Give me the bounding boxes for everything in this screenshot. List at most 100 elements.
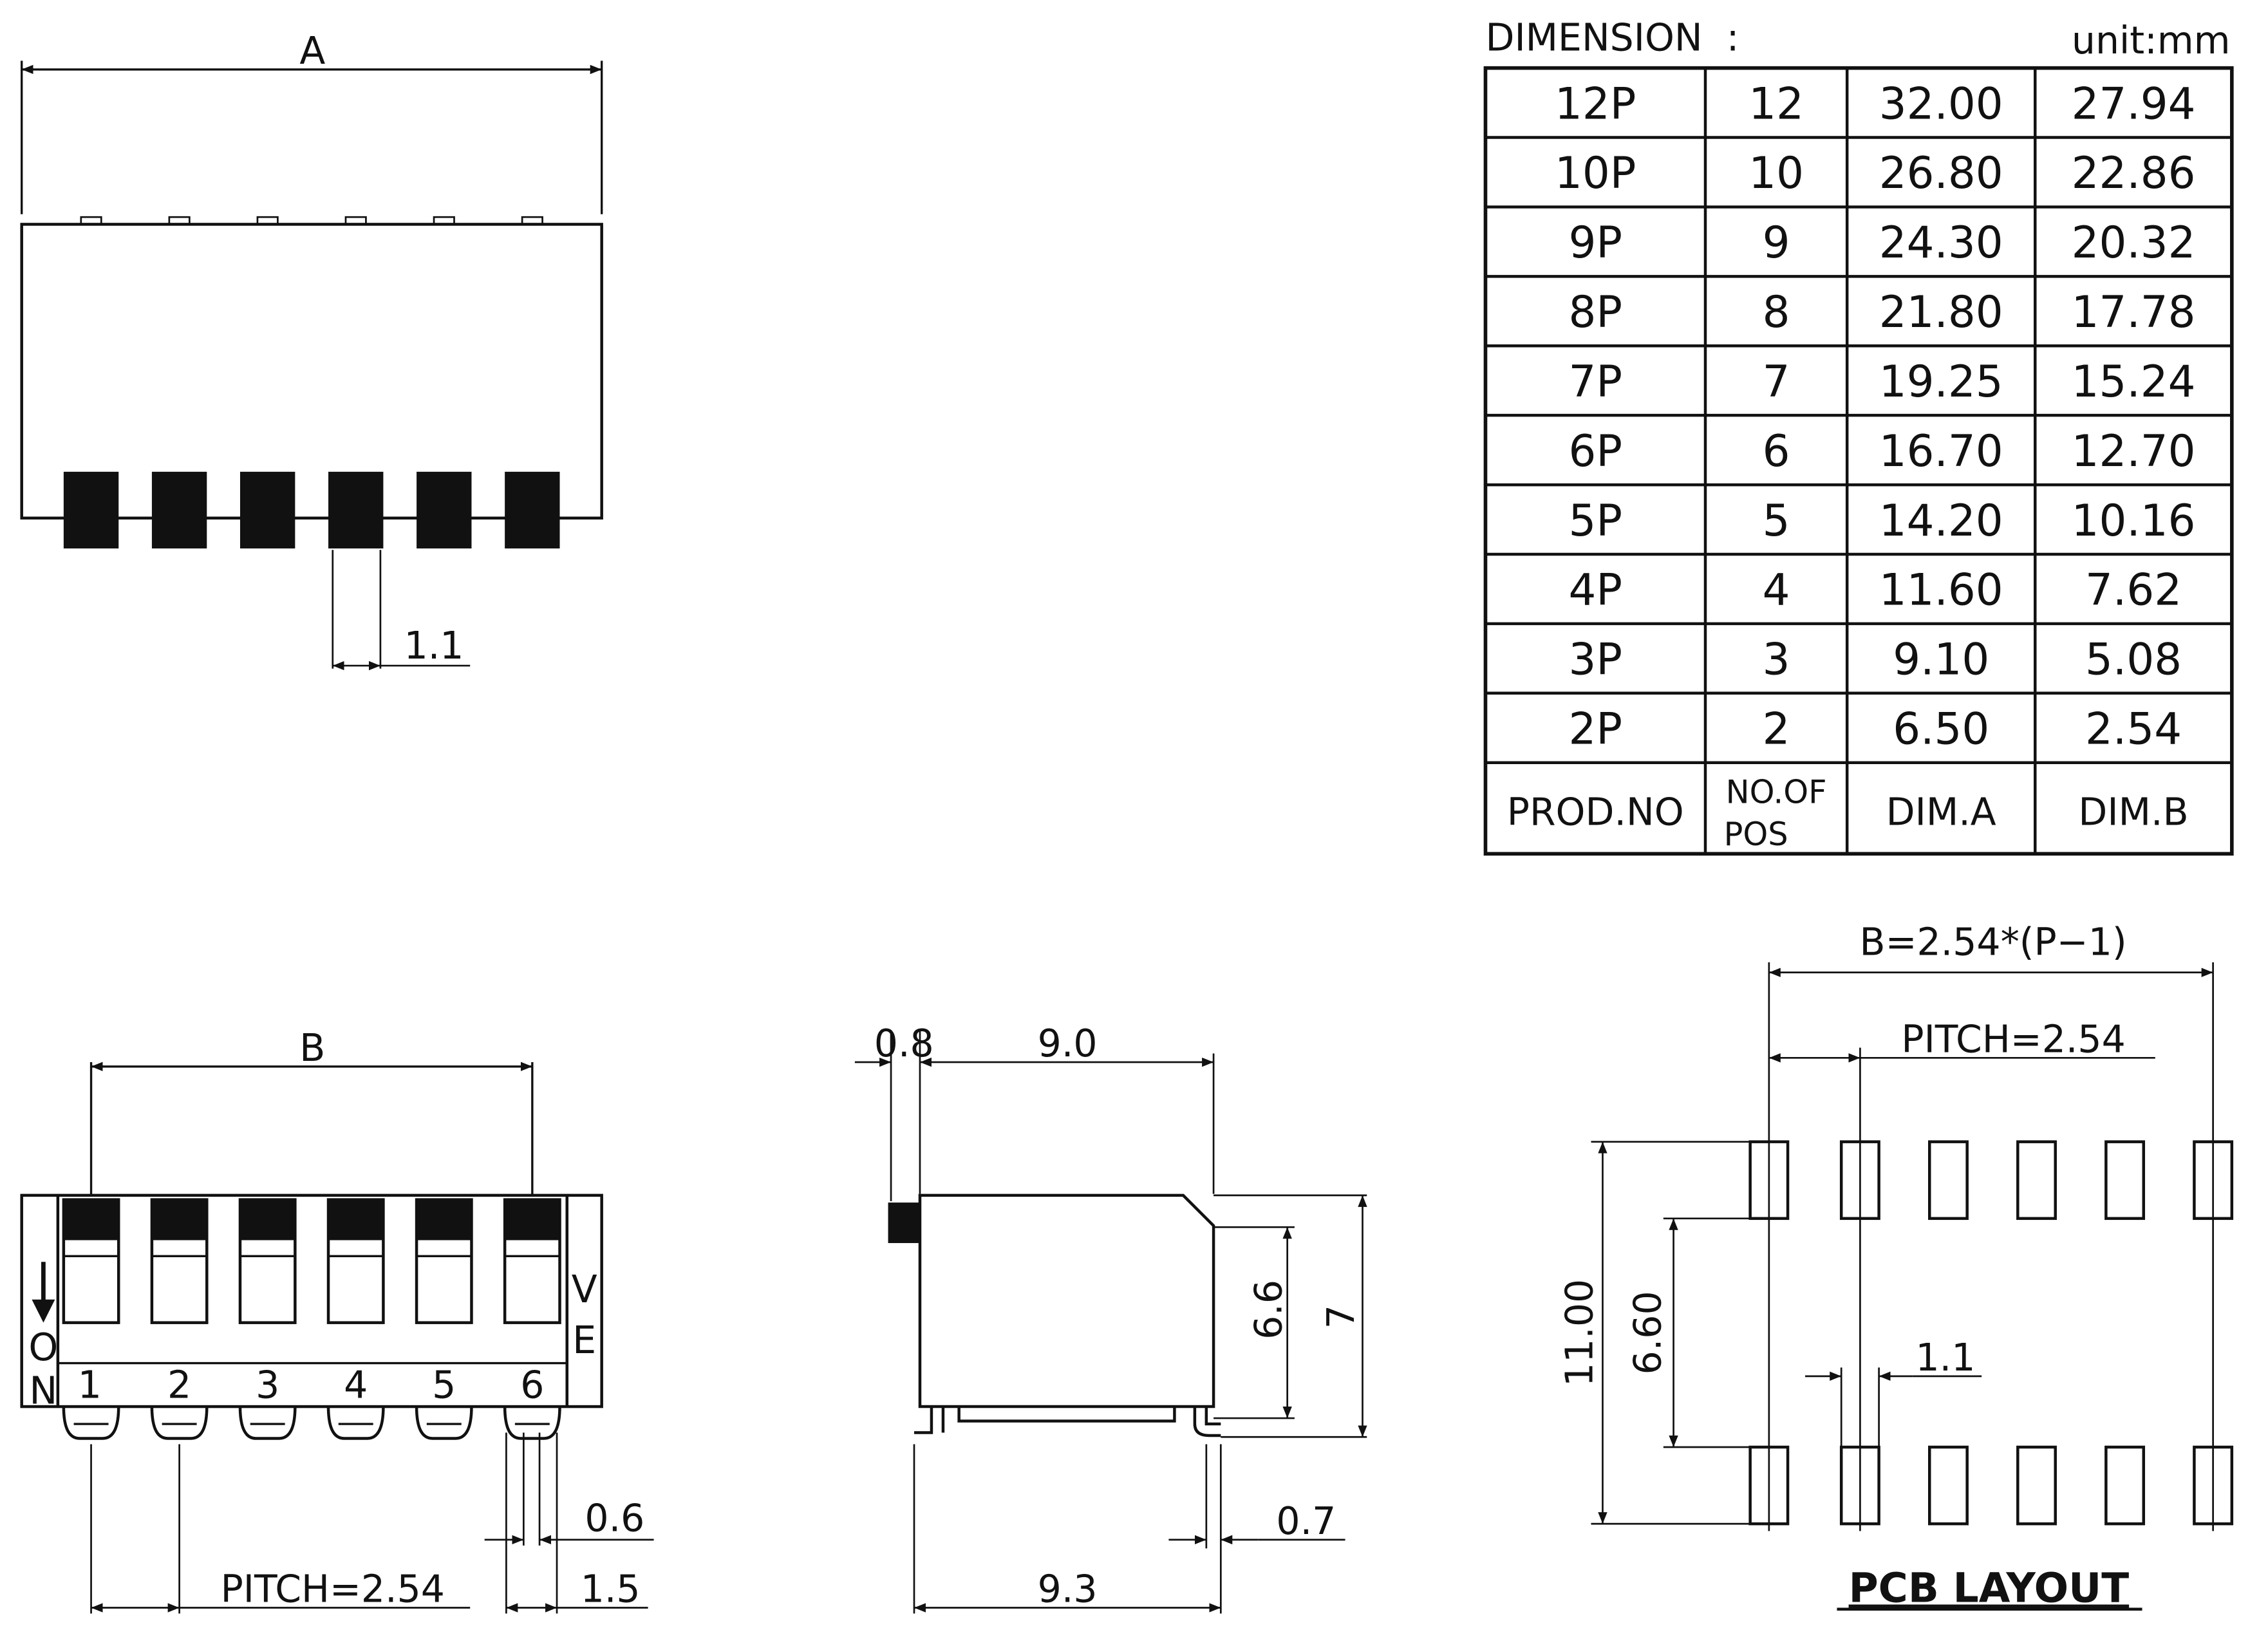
table-cell: 27.94 [2072, 78, 2196, 129]
top-actuator [505, 471, 560, 548]
top-actuator [328, 471, 384, 548]
header-no-of-pos-line2: POS [1724, 816, 1788, 853]
pcb-layout: B=2.54*(P−1) PITCH=2.54 11.00 6.60 1.1 P… [1558, 921, 2234, 1612]
side-view: 0.8 9.0 6.6 7 0.7 9.3 [854, 1022, 1367, 1614]
dim-actuator-label: 0.8 [874, 1022, 934, 1065]
side-view-body [918, 1193, 1215, 1408]
pcb-pad [2104, 1140, 2146, 1221]
contact-tick [433, 216, 455, 225]
pcb-pad [2193, 1445, 2234, 1526]
front-view: B O N V E 1 2 3 4 5 6 PITCH=2.54 [20, 1026, 654, 1614]
table-cell: 15.24 [2072, 356, 2196, 407]
table-cell: 2P [1568, 703, 1622, 754]
table-cell: 9P [1568, 217, 1622, 268]
lead-width-label: 0.6 [585, 1496, 644, 1540]
position-number: 4 [344, 1363, 368, 1407]
switch-actuator [417, 1199, 472, 1240]
side-actuator-knob [888, 1202, 920, 1244]
ve-label-v: V [572, 1268, 597, 1311]
table-cell: 16.70 [1879, 426, 2003, 476]
table-cell: 14.20 [1879, 495, 2003, 546]
header-dim-b: DIM.B [2078, 790, 2188, 834]
table-cell: 11.60 [1879, 565, 2003, 615]
pcb-pad [2104, 1445, 2146, 1526]
table-cell: 12.70 [2072, 426, 2196, 476]
down-arrow-icon [32, 1262, 55, 1323]
position-number: 5 [432, 1363, 456, 1407]
on-label-n: N [30, 1369, 58, 1413]
pcb-pad [1748, 1140, 1790, 1221]
dim-body-height-label: 6.6 [1247, 1280, 1291, 1340]
top-actuator [151, 471, 207, 548]
table-cell: 6.50 [1893, 703, 1989, 754]
table-unit: unit:mm [2072, 19, 2231, 62]
top-view-body [20, 223, 603, 520]
table-cell: 32.00 [1879, 78, 2003, 129]
table-cell: 3 [1763, 634, 1790, 685]
table-cell: 7 [1763, 356, 1790, 407]
lead-span-label: 1.5 [581, 1567, 641, 1611]
front-view-body [20, 1193, 603, 1408]
table-cell: 5 [1763, 495, 1790, 546]
on-label-o: O [28, 1325, 58, 1369]
gull-wing-lead [415, 1407, 473, 1440]
table-cell: 21.80 [1879, 286, 2003, 337]
table-cell: 10.16 [2072, 495, 2196, 546]
pcb-pad [1839, 1445, 1880, 1526]
switch-actuator [151, 1199, 207, 1240]
top-view: A 1.1 [20, 29, 603, 671]
contact-tick [168, 216, 191, 225]
dim-total-height-label: 7 [1319, 1305, 1363, 1329]
table-cell: 2 [1763, 703, 1790, 754]
gull-wing-lead [150, 1407, 209, 1440]
switch-actuator [505, 1199, 560, 1240]
table-cell: 7.62 [2085, 565, 2182, 615]
table-cell: 22.86 [2072, 147, 2196, 198]
switch-actuator [328, 1199, 384, 1240]
pcb-pad [2016, 1445, 2057, 1526]
dim-foot-length-label: 9.3 [1038, 1567, 1098, 1611]
pcb-layout-title: PCB LAYOUT [1849, 1565, 2130, 1612]
table-cell: 9.10 [1893, 634, 1989, 685]
header-prod-no: PROD.NO [1507, 790, 1684, 834]
dim-b-label: B [299, 1026, 325, 1070]
contact-tick [80, 216, 102, 225]
table-cell: 10 [1748, 147, 1804, 198]
table-cell: 3P [1568, 634, 1622, 685]
ve-label-e: E [572, 1318, 596, 1362]
switch-actuator [63, 1199, 119, 1240]
position-number: 2 [167, 1363, 191, 1407]
table-cell: 5P [1568, 495, 1622, 546]
pcb-pad [1927, 1445, 1969, 1526]
gull-wing-lead [326, 1407, 385, 1440]
pcb-pad [1927, 1140, 1969, 1221]
pcb-b-formula: B=2.54*(P−1) [1860, 921, 2127, 964]
dim-lead-thickness-label: 0.7 [1276, 1499, 1336, 1543]
table-cell: 26.80 [1879, 147, 2003, 198]
table-cell: 17.78 [2072, 286, 2196, 337]
switch-actuator [239, 1199, 295, 1240]
dim-body-length-label: 9.0 [1038, 1022, 1098, 1065]
pcb-pad-width-label: 1.1 [1916, 1336, 1976, 1380]
top-view-contact-ticks [80, 216, 543, 225]
pcb-pad-gap-label: 6.60 [1626, 1291, 1669, 1374]
table-cell: 19.25 [1879, 356, 2003, 407]
gull-wing-lead [62, 1407, 120, 1440]
position-number: 6 [520, 1363, 544, 1407]
front-pitch-label: PITCH=2.54 [221, 1567, 445, 1611]
table-cell: 6 [1763, 426, 1790, 476]
dim-a-label: A [299, 29, 325, 73]
table-cell: 20.32 [2072, 217, 2196, 268]
contact-tick [521, 216, 543, 225]
pcb-pad [2193, 1140, 2234, 1221]
top-lead-width-label: 1.1 [404, 624, 464, 668]
position-numbers: 1 2 3 4 5 6 [78, 1363, 545, 1407]
table-cell: 7P [1568, 356, 1622, 407]
gull-wing-lead [238, 1407, 297, 1440]
front-view-gull-wing-leads [62, 1407, 561, 1440]
pcb-pitch-label: PITCH=2.54 [1901, 1017, 2125, 1061]
table-cell: 12 [1748, 78, 1804, 129]
position-number: 1 [78, 1363, 102, 1407]
pcb-pad [1839, 1140, 1880, 1221]
